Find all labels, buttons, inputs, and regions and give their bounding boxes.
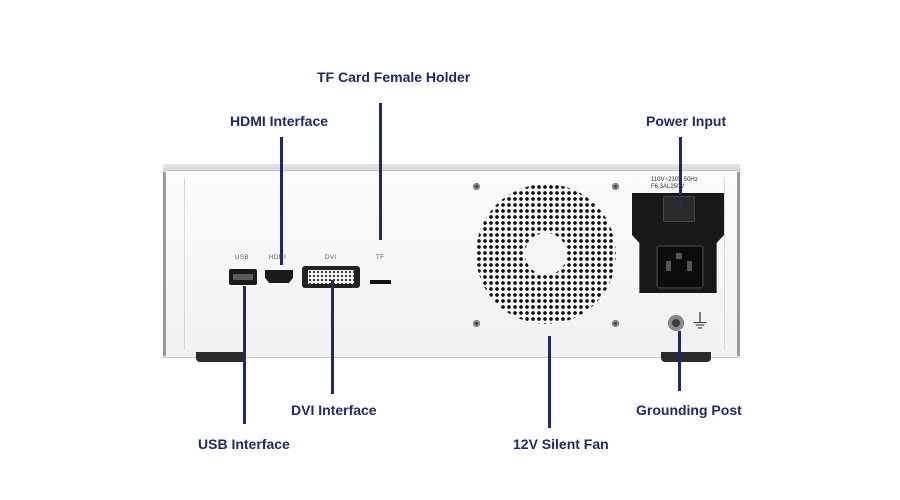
leader-hdmi (280, 137, 283, 265)
tf-port-label: TF (376, 255, 385, 261)
hdmi-port (265, 270, 293, 283)
leader-usb (243, 286, 246, 424)
panel-inner-edge-left (184, 178, 185, 350)
callout-power-input: Power Input (646, 113, 727, 129)
power-rating-line1: 110V~230V 50Hz (651, 177, 698, 183)
grounding-post (668, 315, 684, 331)
dvi-port-label: DVI (325, 255, 337, 261)
fan-screw-tr (612, 183, 619, 190)
callout-hdmi: HDMI Interface (230, 113, 329, 129)
tf-card-slot (370, 280, 391, 284)
fan-hub (525, 233, 567, 275)
fan-screw-tl (473, 183, 480, 190)
leader-dvi (331, 280, 334, 394)
usb-port-label: USB (235, 255, 249, 261)
power-rating: 110V~230V 50Hz F6.3AL250V (651, 177, 698, 191)
hdmi-port-label: HDMI (269, 255, 287, 261)
foot-right (661, 352, 711, 362)
callout-tf-card: TF Card Female Holder (317, 69, 471, 85)
panel-inner-edge-right (724, 178, 725, 350)
socket-pin-earth (676, 253, 682, 259)
power-socket (656, 245, 704, 289)
usb-port (229, 269, 257, 285)
fan-screw-br (612, 320, 619, 327)
socket-pin-right (687, 261, 692, 271)
leader-power-input (679, 137, 682, 207)
fan-screw-bl (473, 320, 480, 327)
foot-left (196, 352, 246, 362)
power-rating-line2: F6.3AL250V (651, 184, 685, 190)
callout-dvi: DVI Interface (291, 402, 377, 418)
usb-port-tongue (233, 274, 253, 280)
chassis-top (163, 164, 740, 172)
leader-fan (548, 336, 551, 428)
dvi-pins (308, 270, 354, 284)
callout-usb: USB Interface (198, 436, 290, 452)
dvi-port (302, 266, 360, 288)
socket-pin-left (666, 261, 671, 271)
chassis-right-edge (737, 172, 740, 356)
chassis-left-edge (163, 172, 166, 356)
callout-fan: 12V Silent Fan (513, 436, 609, 452)
leader-tf-card (379, 103, 382, 240)
callout-grounding: Grounding Post (636, 402, 742, 418)
ground-symbol-icon: ⏚ (690, 309, 710, 333)
leader-grounding (678, 331, 681, 391)
